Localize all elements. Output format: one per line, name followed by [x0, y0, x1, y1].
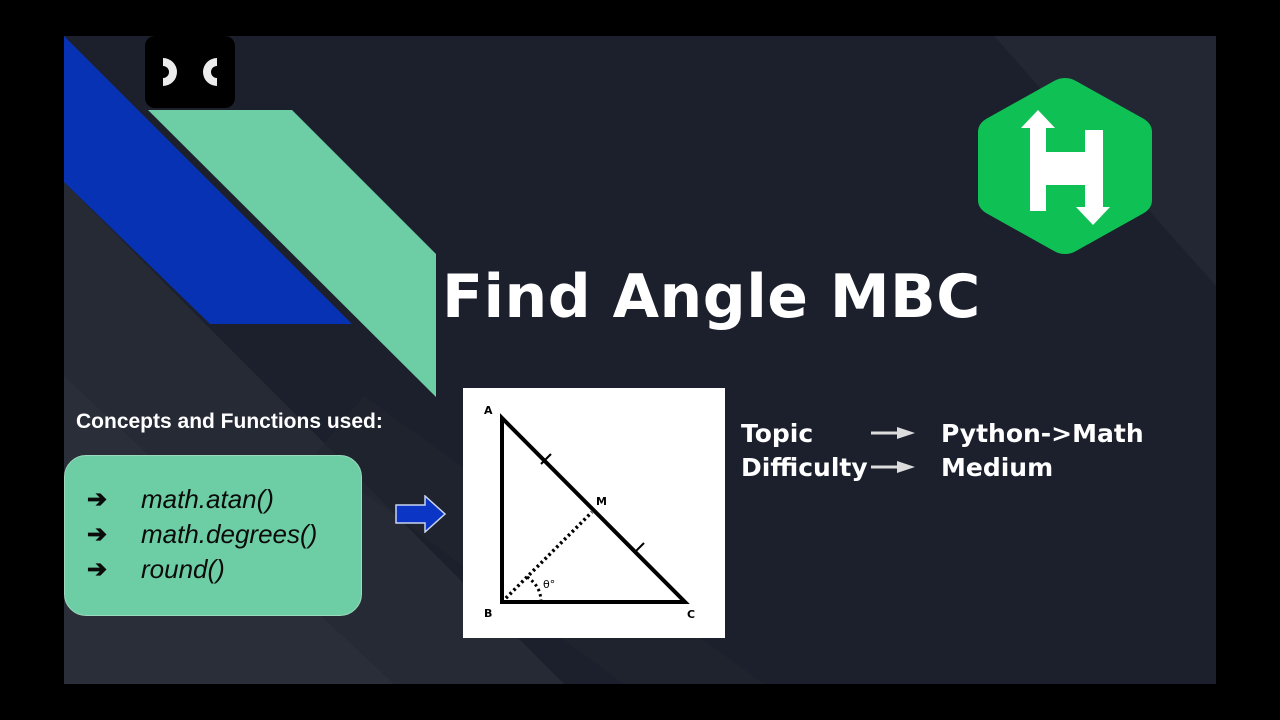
concept-label: math.degrees() — [141, 519, 318, 549]
concept-item: ➔ round() — [87, 552, 361, 587]
concept-label: math.atan() — [141, 484, 274, 514]
triangle-diagram: A B C M θ° — [463, 388, 725, 638]
arrow-bullet-icon: ➔ — [87, 521, 108, 548]
triangle-figure: A B C M θ° — [484, 404, 695, 621]
blue-band — [64, 36, 352, 324]
right-arrow-icon — [869, 425, 941, 441]
arrow-bullet-icon: ➔ — [87, 486, 108, 513]
arrow-bullet-icon: ➔ — [87, 556, 108, 583]
green-band — [148, 110, 436, 397]
meta-value: Medium — [941, 452, 1054, 482]
dc-logo-icon — [163, 58, 217, 86]
vertex-m-label: M — [596, 495, 607, 508]
meta-row-topic: Topic Python->Math — [741, 416, 1144, 450]
hackerrank-logo — [974, 74, 1156, 258]
vertex-a-label: A — [484, 404, 493, 417]
meta-value: Python->Math — [941, 418, 1144, 448]
slide: Find Angle MBC Concepts and Functions us… — [64, 36, 1216, 684]
vertex-c-label: C — [687, 608, 695, 621]
concept-item: ➔ math.atan() — [87, 482, 361, 517]
concepts-heading: Concepts and Functions used: — [76, 410, 383, 433]
meta-key: Difficulty — [741, 452, 868, 482]
problem-meta: Topic Python->Math Difficulty Medium — [741, 416, 1144, 484]
hackerrank-hex-icon — [978, 78, 1152, 254]
concept-item: ➔ math.degrees() — [87, 517, 361, 552]
concepts-list: ➔ math.atan() ➔ math.degrees() ➔ round() — [65, 456, 361, 587]
dc-logo — [145, 36, 235, 108]
page-title: Find Angle MBC — [442, 262, 981, 332]
angle-theta-label: θ° — [543, 578, 555, 591]
right-arrow-icon — [395, 495, 447, 533]
concepts-box: ➔ math.atan() ➔ math.degrees() ➔ round() — [64, 455, 362, 616]
meta-row-difficulty: Difficulty Medium — [741, 450, 1144, 484]
meta-key: Topic — [741, 418, 814, 448]
right-arrow-icon — [869, 459, 941, 475]
vertex-b-label: B — [484, 607, 492, 620]
concept-label: round() — [141, 554, 225, 584]
